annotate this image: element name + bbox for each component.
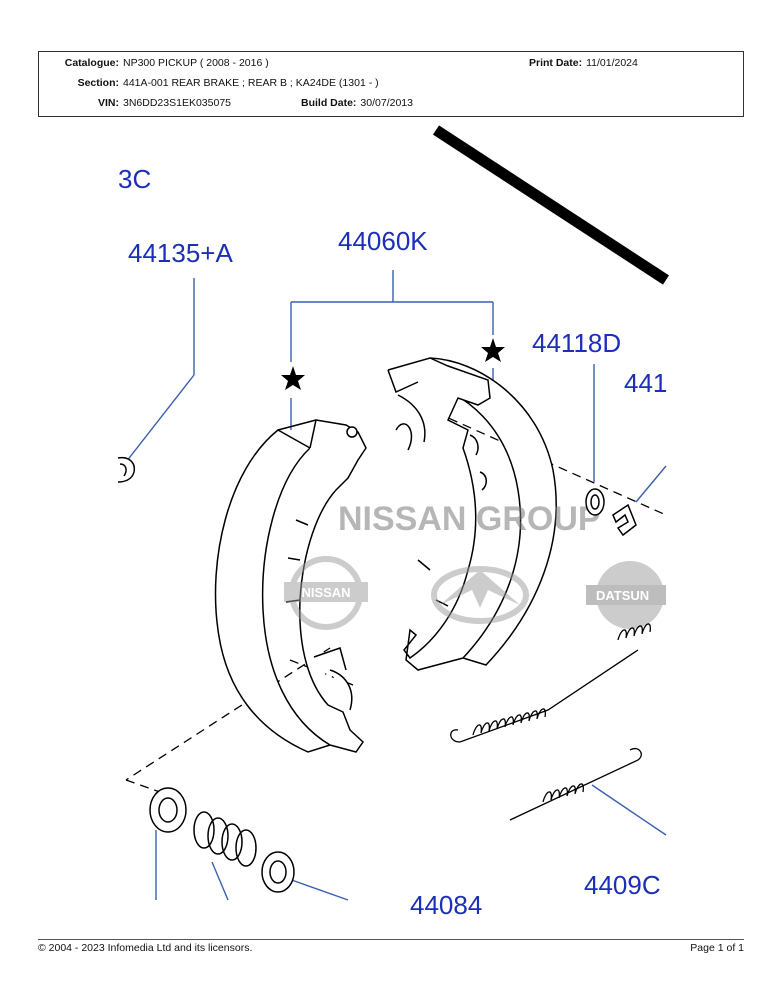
vin-row: VIN: 3N6DD23S1EK035075 <box>47 96 231 110</box>
part-label-44060k[interactable]: 44060K <box>338 226 428 256</box>
datsun-logo-text: DATSUN <box>596 588 649 603</box>
header-box: Catalogue: NP300 PICKUP ( 2008 - 2016 ) P… <box>38 51 744 117</box>
catalogue-row: Catalogue: NP300 PICKUP ( 2008 - 2016 ) <box>47 56 269 70</box>
hold-down-cup-left[interactable] <box>149 787 187 833</box>
return-spring-lower[interactable] <box>509 747 642 821</box>
footer-divider <box>38 939 744 940</box>
star-icon <box>281 366 305 390</box>
retainer-clip-part[interactable] <box>612 503 637 537</box>
vin-value: 3N6DD23S1EK035075 <box>123 97 231 109</box>
build-date-value: 30/07/2013 <box>360 97 413 109</box>
assembly-dashed-lines <box>125 399 667 793</box>
watermark-text: NISSAN GROUP <box>338 500 601 538</box>
parts-diagram: 3C 44135+A 44060K 44118D 441 4409C 44084 <box>117 125 670 920</box>
part-label-441[interactable]: 441 <box>624 368 667 398</box>
part-label-3c[interactable]: 3C <box>118 164 151 194</box>
footer-page-number: Page 1 of 1 <box>690 942 744 954</box>
part-label-4409c[interactable]: 4409C <box>584 870 661 900</box>
infiniti-logo <box>431 566 529 624</box>
catalogue-label: Catalogue: <box>64 57 119 69</box>
leader-lines <box>125 270 667 901</box>
part-label-44135a[interactable]: 44135+A <box>128 238 233 268</box>
build-date-label: Build Date: <box>301 97 357 109</box>
hold-down-cup-right[interactable] <box>261 851 295 893</box>
heavy-diagonal-line <box>432 125 670 285</box>
build-date-row: Build Date:30/07/2013 <box>301 96 413 110</box>
catalogue-value: NP300 PICKUP ( 2008 - 2016 ) <box>123 57 269 69</box>
star-icon <box>481 338 505 362</box>
return-spring-upper[interactable] <box>450 623 652 743</box>
section-row: Section: 441A-001 REAR BRAKE ; REAR B ; K… <box>47 76 379 90</box>
nissan-logo-text: NISSAN <box>301 585 350 600</box>
part-label-44118d[interactable]: 44118D <box>532 328 621 358</box>
part-label-44084[interactable]: 44084 <box>410 890 482 920</box>
clip-part-left[interactable] <box>117 456 136 483</box>
section-value: 441A-001 REAR BRAKE ; REAR B ; KA24DE (1… <box>123 77 379 89</box>
print-date-label: Print Date: <box>529 57 583 69</box>
print-date-value: 11/01/2024 <box>586 57 638 69</box>
datsun-logo: DATSUN <box>586 561 666 629</box>
nissan-logo: NISSAN <box>284 556 368 630</box>
print-date-row: Print Date:11/01/2024 <box>529 56 638 70</box>
section-label: Section: <box>77 77 119 89</box>
vin-label: VIN: <box>98 97 119 109</box>
hold-down-spring[interactable] <box>193 811 257 867</box>
footer-copyright: © 2004 - 2023 Infomedia Ltd and its lice… <box>38 942 253 954</box>
washer-part[interactable] <box>585 488 605 516</box>
